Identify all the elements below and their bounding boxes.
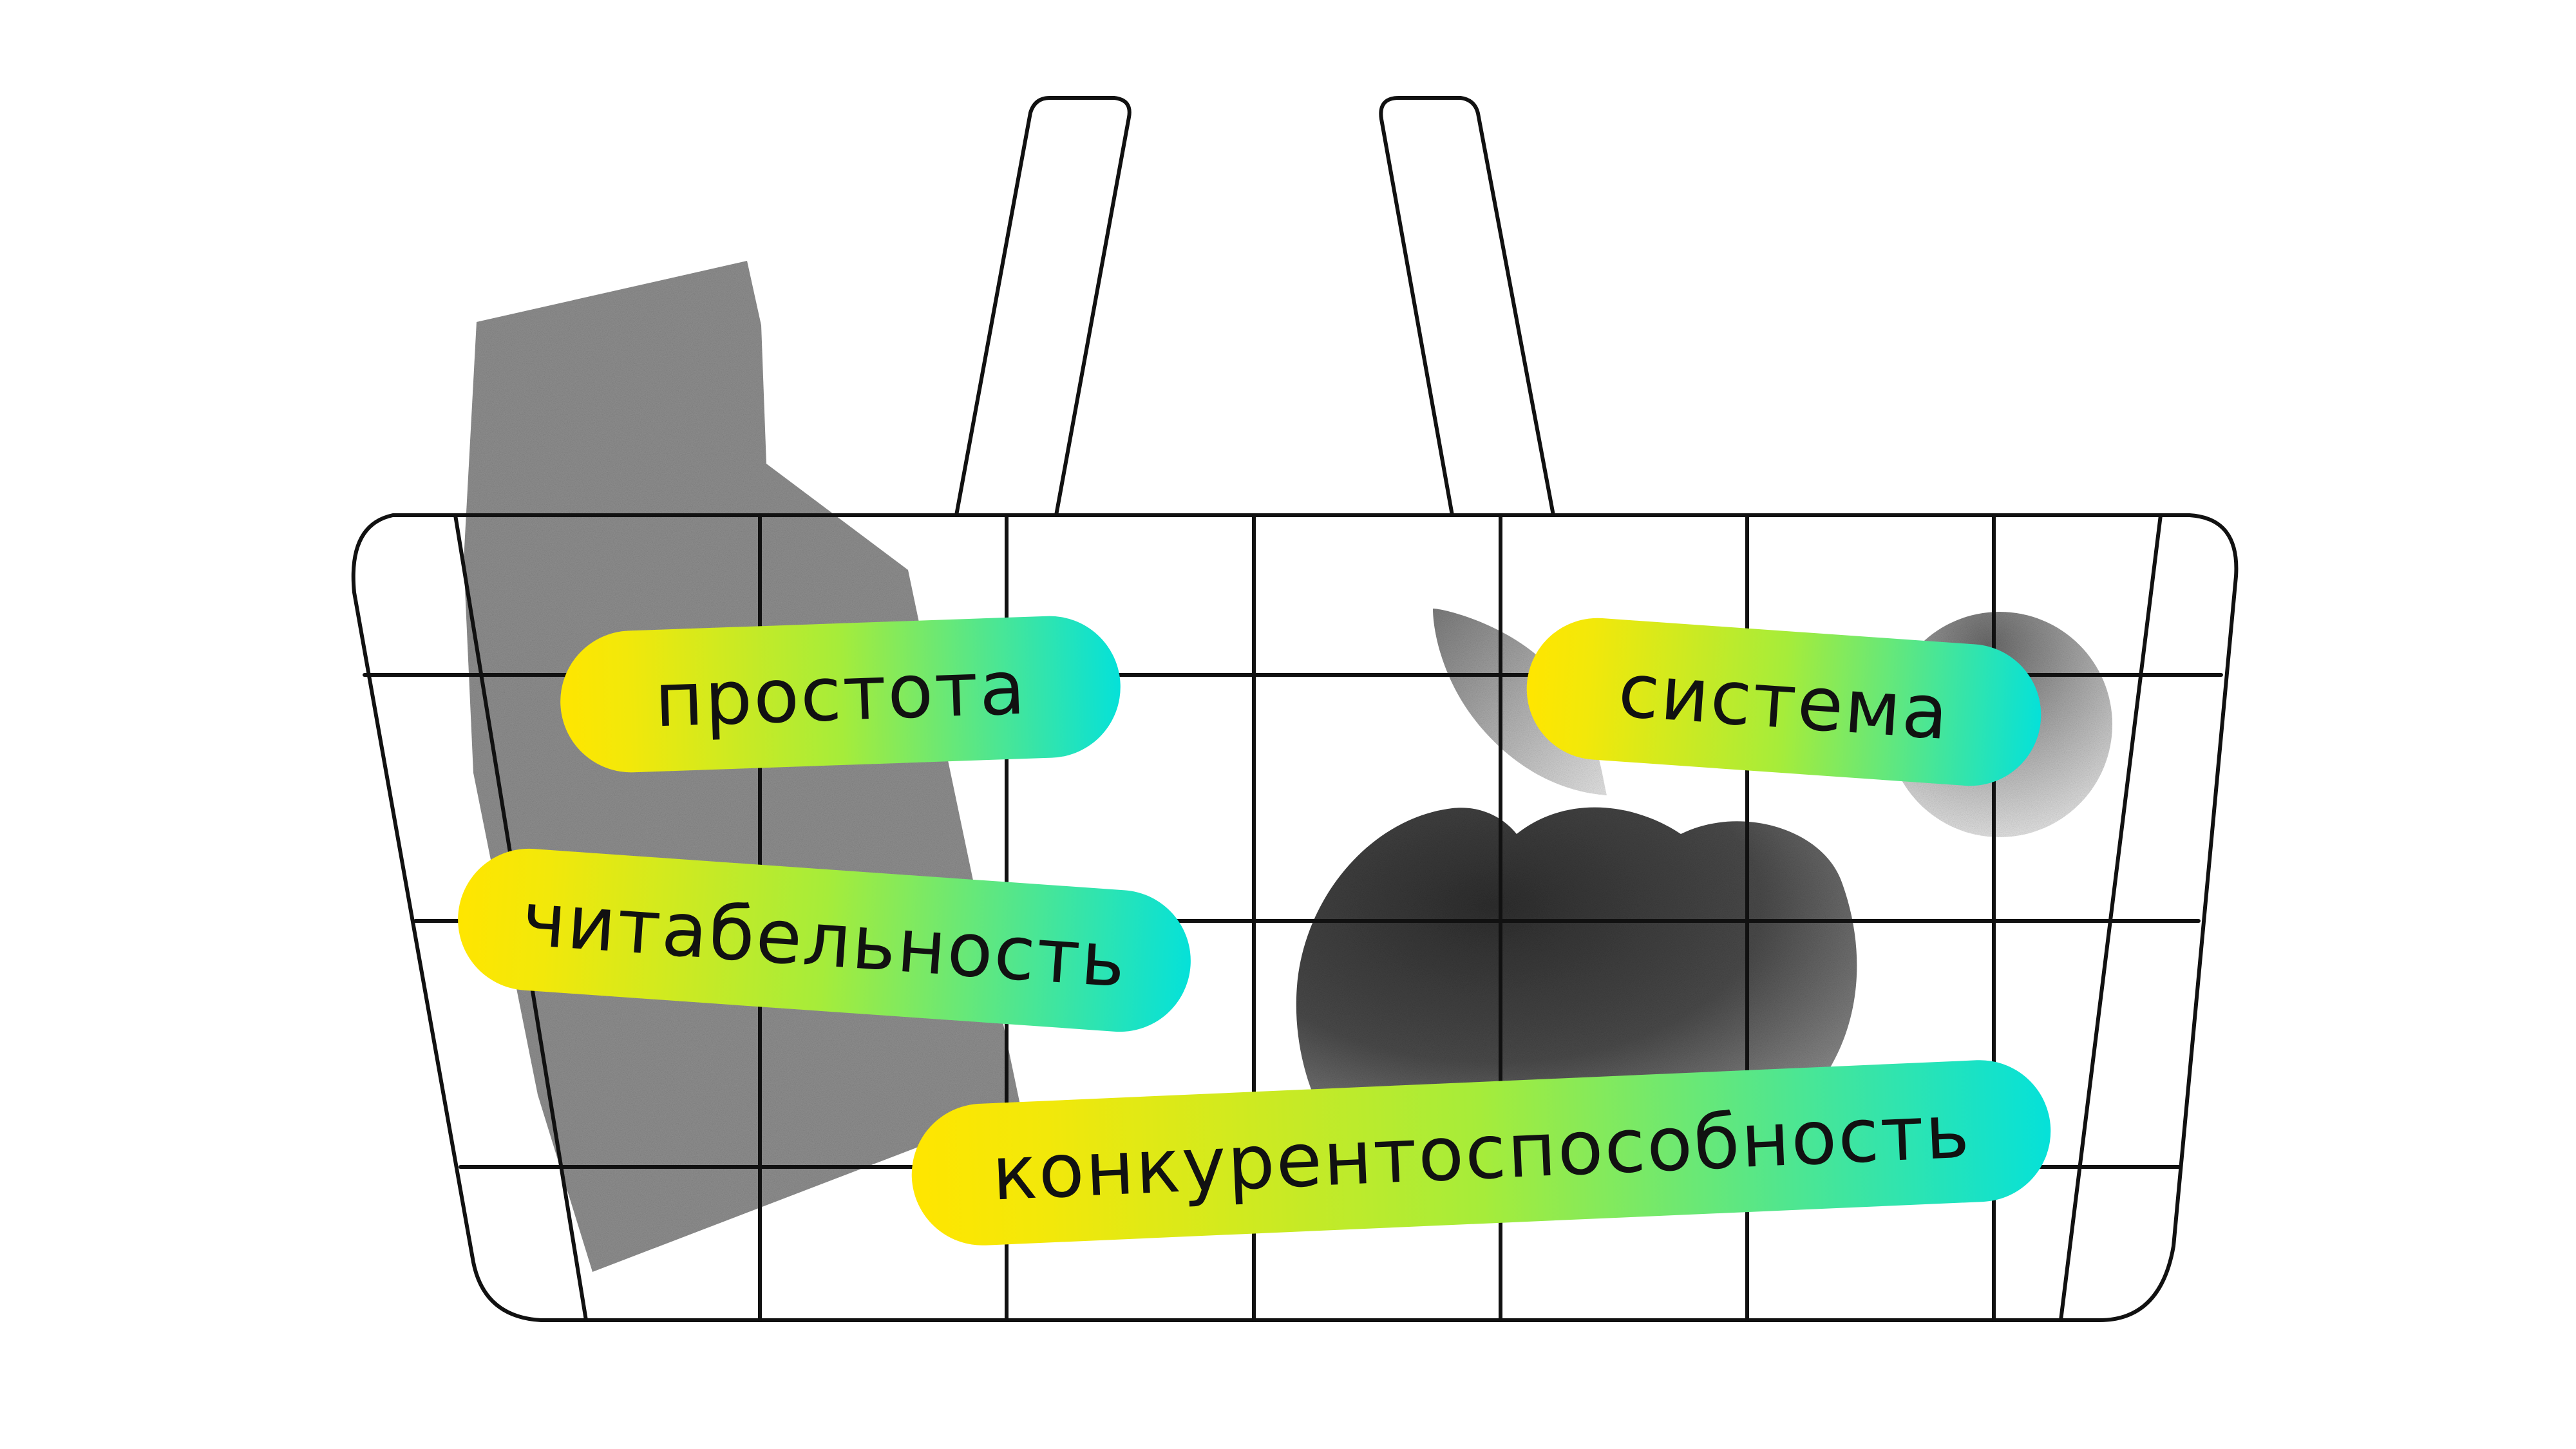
tag-readability: читабельность — [458, 848, 1191, 1032]
grainy-apple-icon — [1296, 807, 1857, 1133]
tag-competitiveness: конкурентоспособность — [911, 1060, 2051, 1245]
tag-simplicity: простота — [560, 616, 1121, 773]
tag-simplicity-label: простота — [653, 644, 1028, 744]
tag-system: система — [1526, 618, 2041, 786]
